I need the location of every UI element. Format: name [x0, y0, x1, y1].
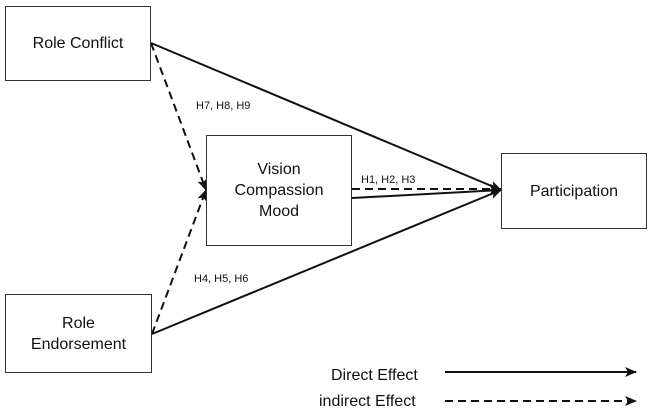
hypothesis-label-h4-h5-h6: H4, H5, H6 [194, 273, 249, 285]
hypothesis-label-h1-h2-h3: H1, H2, H3 [361, 174, 416, 186]
legend-direct-label: Direct Effect [331, 367, 418, 384]
node-vcm-line-1: Vision [257, 161, 301, 178]
node-role-conflict-label: Role Conflict [32, 35, 124, 52]
edge-role-endorsement-to-participation [151, 189, 502, 335]
hypothesis-label-h7-h8-h9: H7, H8, H9 [196, 100, 251, 112]
legend-indirect-label: indirect Effect [319, 393, 416, 410]
node-role-endorsement: Role Endorsement [5, 294, 152, 373]
node-vision-compassion-mood: Vision Compassion Mood [206, 135, 352, 246]
node-role-endorsement-line-1: Role [62, 314, 95, 332]
node-role-endorsement-line-2: Endorsement [30, 335, 127, 353]
node-role-conflict: Role Conflict [5, 6, 151, 81]
node-participation: Participation [501, 153, 647, 229]
node-vcm-line-2: Compassion [234, 182, 324, 199]
edge-role-conflict-to-vcm [150, 42, 207, 191]
node-participation-label: Participation [529, 182, 619, 200]
node-vcm-line-3: Mood [258, 203, 300, 220]
node-role-endorsement-label: Role Endorsement [31, 313, 126, 355]
node-vcm-label: Vision Compassion Mood [235, 159, 324, 222]
edge-role-endorsement-to-vcm [151, 189, 207, 335]
edge-vcm-to-participation [351, 185, 502, 199]
edge-role-conflict-to-participation [150, 42, 502, 191]
